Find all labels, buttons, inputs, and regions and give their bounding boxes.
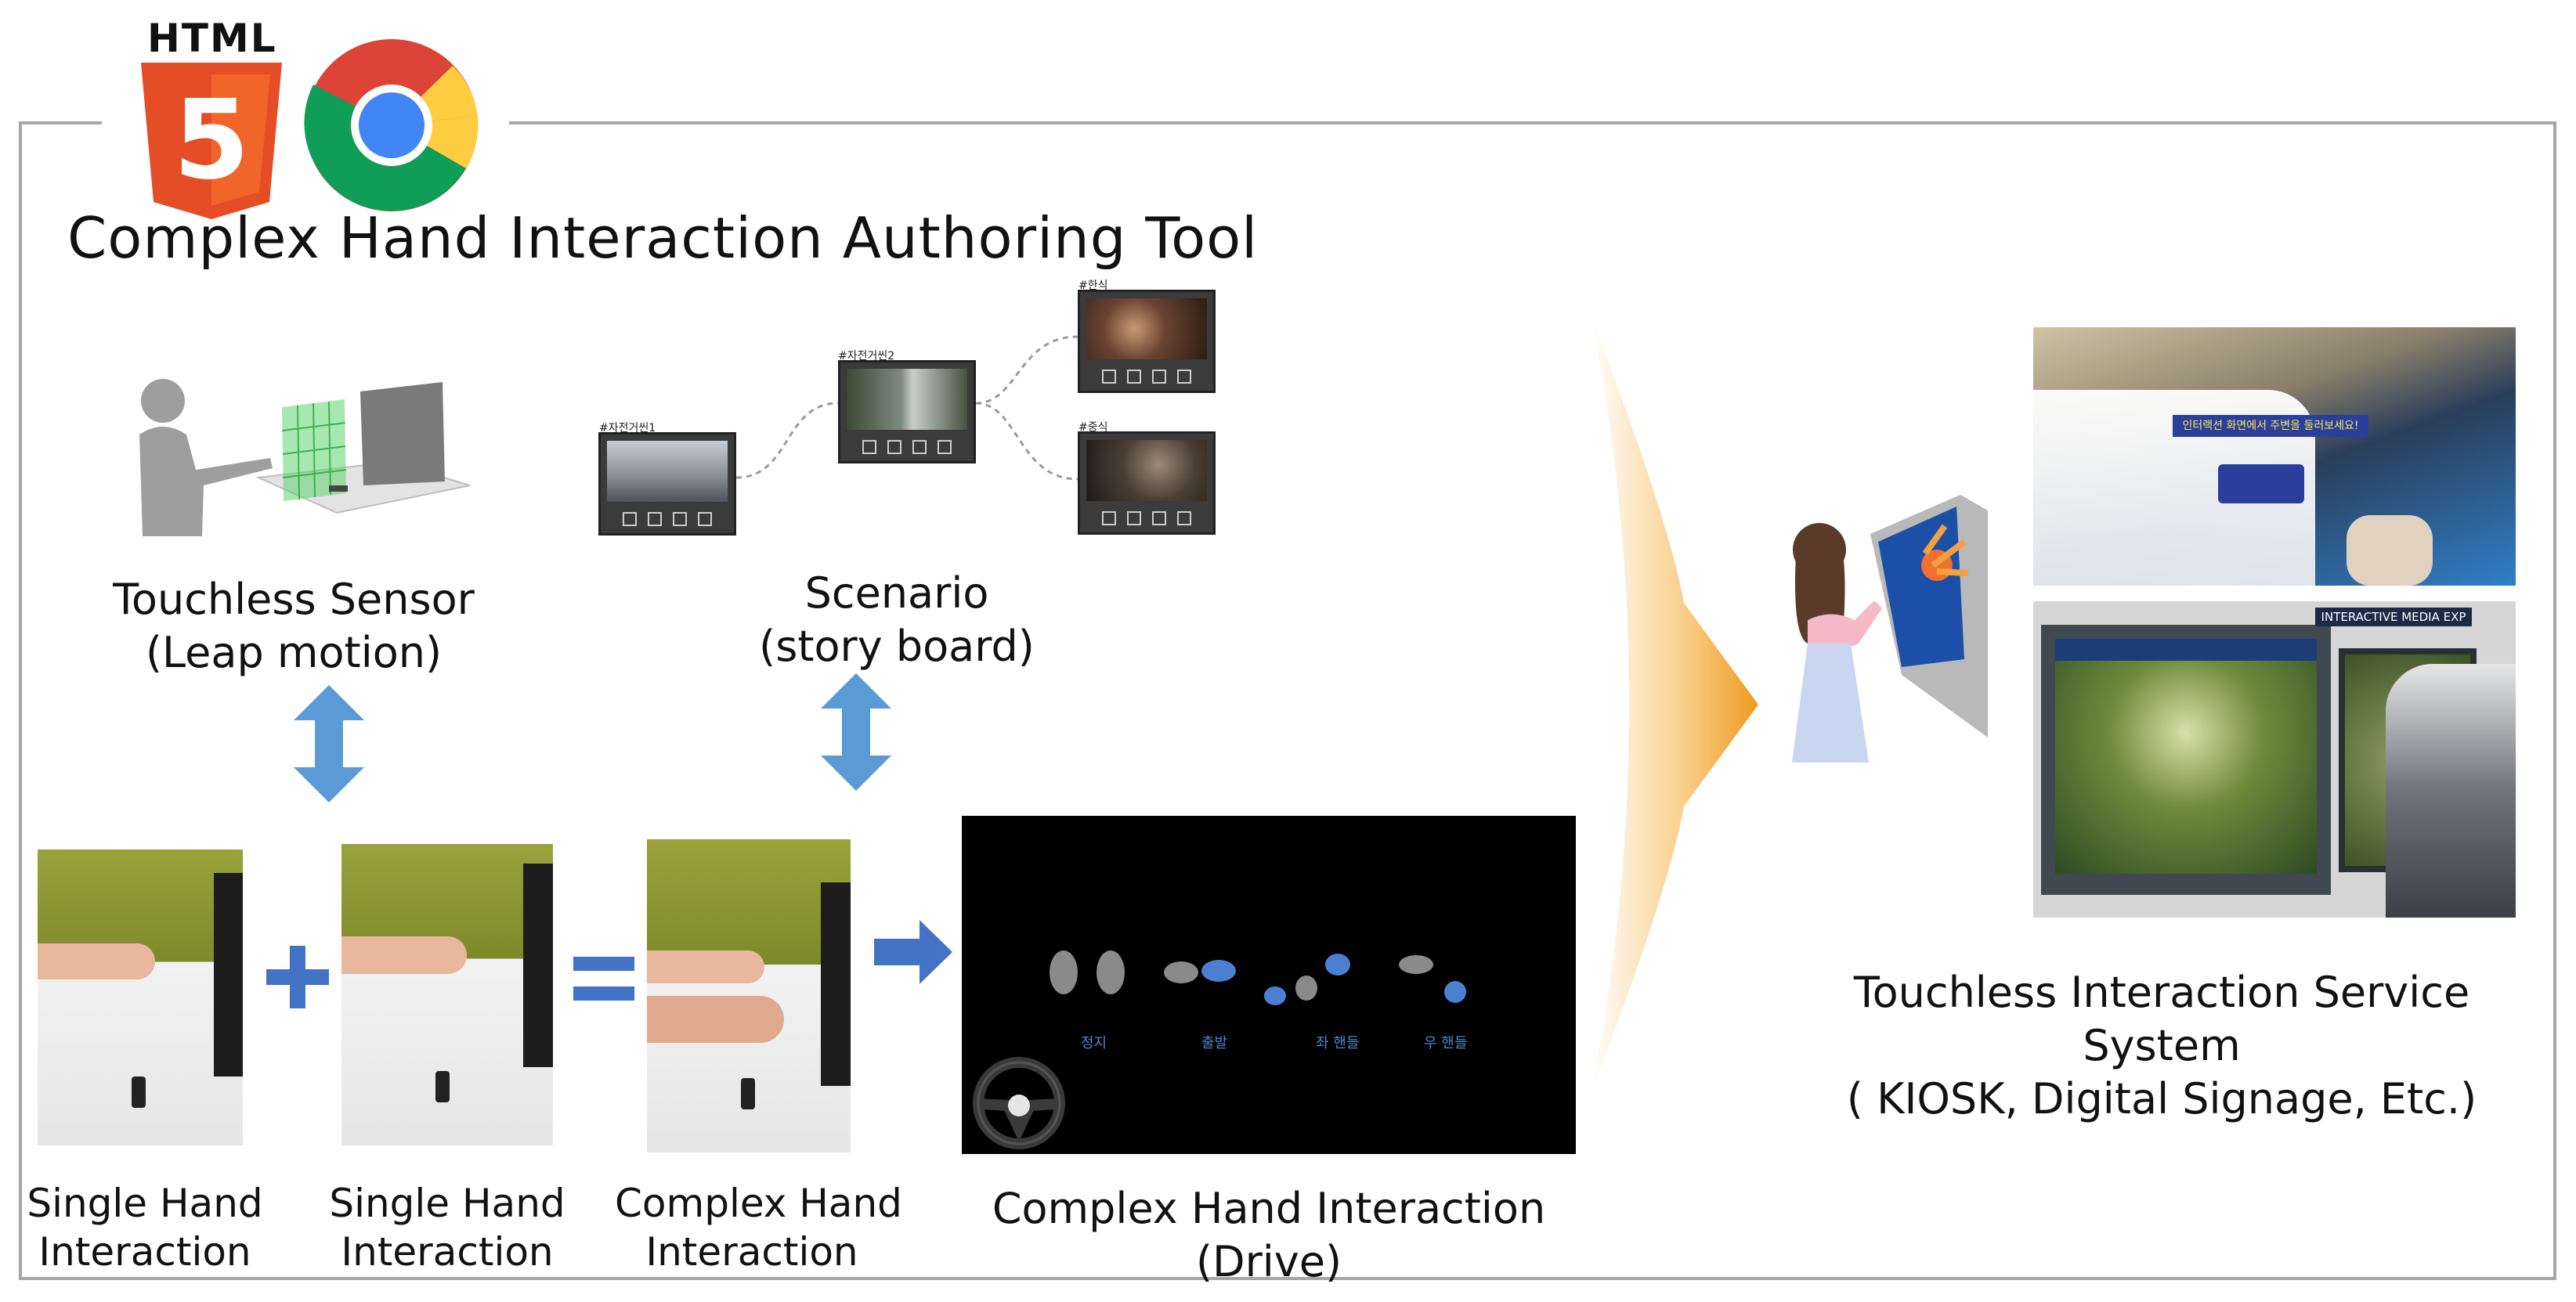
card-tag-3: #한식: [1078, 280, 1108, 292]
sensor-label: Touchless Sensor (Leap motion): [110, 573, 478, 680]
drive-screen: 정지 출발 좌 핸들 우 핸들: [962, 816, 1576, 1154]
storyboard-card[interactable]: [1078, 290, 1216, 393]
complex-hand-label: Complex Hand Interaction: [615, 1179, 902, 1276]
gesture-label-left: 좌 핸들: [1316, 1035, 1360, 1051]
page-title: Complex Hand Interaction Authoring Tool: [67, 205, 1259, 271]
steering-wheel-icon: [973, 1057, 1065, 1149]
gesture-label-start: 출발: [1201, 1035, 1228, 1051]
touchless-sensor-illustration: [139, 379, 471, 536]
html5-logo: HTML 5: [141, 16, 282, 219]
chrome-logo-icon: [304, 39, 479, 211]
card-tag-1: #자전거씬1: [599, 422, 656, 435]
service-label-line3: ( KIOSK, Digital Signage, Etc.): [1846, 1074, 2477, 1123]
double-arrow-icon: [821, 673, 891, 791]
gesture-label-right: 우 핸들: [1424, 1035, 1468, 1051]
sensor-label-line2: (Leap motion): [145, 628, 443, 677]
drive-label: Complex Hand Interaction (Drive): [962, 1182, 1576, 1289]
scenario-label-line1: Scenario: [804, 568, 989, 618]
storyboard-connectors: [736, 335, 1078, 481]
single-hand-photo-1: [38, 849, 243, 1145]
diagram-frame: [19, 121, 2556, 1280]
equals-icon: [573, 957, 634, 1001]
kiosk-photo-bottom: INTERACTIVE MEDIA EXP: [2033, 601, 2516, 918]
single-hand-label-2: Single Hand Interaction: [318, 1179, 576, 1276]
storyboard-card[interactable]: [598, 432, 736, 536]
card-tag-4: #중식: [1078, 421, 1108, 434]
gesture-label-stop: 정지: [1081, 1035, 1107, 1051]
service-label-line1: Touchless Interaction Service: [1853, 968, 2470, 1017]
sensor-label-line1: Touchless Sensor: [113, 575, 475, 624]
kiosk-badge: INTERACTIVE MEDIA EXP: [2315, 608, 2472, 626]
big-chevron-arrow-icon: [1590, 313, 1758, 1096]
double-arrow-icon: [294, 685, 364, 802]
drive-label-line1: Complex Hand Interaction: [992, 1184, 1546, 1233]
service-label-line2: System: [2083, 1021, 2241, 1070]
scenario-label: Scenario (story board): [721, 567, 1073, 673]
single-hand-label-1-line2: Interaction: [38, 1229, 251, 1275]
single-hand-photo-2: [341, 844, 553, 1145]
single-hand-label-2-line1: Single Hand: [329, 1181, 565, 1226]
drive-label-line2: (Drive): [1195, 1237, 1342, 1286]
card-tag-2: #자전거씬2: [838, 350, 895, 362]
single-hand-label-1: Single Hand Interaction: [16, 1179, 274, 1276]
complex-hand-label-line2: Interaction: [645, 1229, 858, 1275]
hand-gestures-illustration: [1050, 950, 1466, 1005]
html5-logo-number: 5: [173, 77, 250, 204]
html5-shield-icon: [141, 63, 282, 219]
service-label: Touchless Interaction Service System ( K…: [1817, 966, 2506, 1126]
right-arrow-icon: [874, 920, 952, 984]
kiosk-top-caption: 인터랙션 화면에서 주변을 둘러보세요!: [2173, 415, 2368, 437]
scenario-label-line2: (story board): [759, 622, 1035, 671]
plus-icon: [266, 946, 329, 1008]
kiosk-user-illustration: [1776, 479, 1994, 763]
single-hand-label-1-line1: Single Hand: [27, 1181, 263, 1226]
storyboard-card[interactable]: [838, 360, 976, 463]
single-hand-label-2-line2: Interaction: [341, 1229, 554, 1275]
complex-hand-label-line1: Complex Hand: [615, 1181, 902, 1226]
kiosk-gesture-badge: [2218, 464, 2304, 503]
kiosk-photo-top: 인터랙션 화면에서 주변을 둘러보세요!: [2033, 327, 2516, 586]
html5-logo-text: HTML: [147, 16, 277, 61]
storyboard-card[interactable]: [1078, 431, 1216, 535]
complex-hand-photo: [647, 839, 851, 1152]
